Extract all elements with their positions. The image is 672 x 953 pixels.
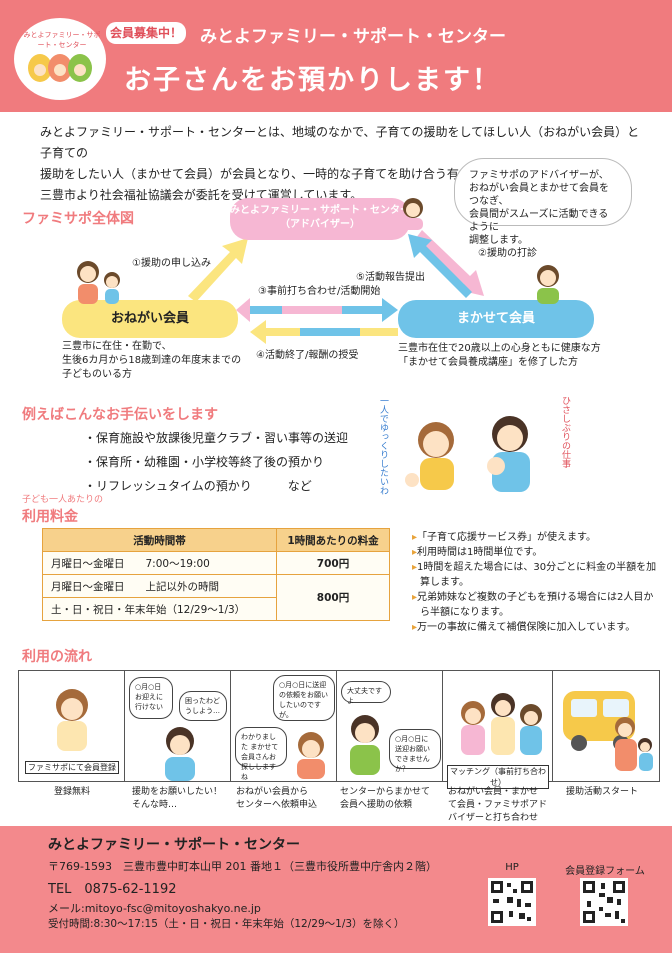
footer-band (0, 826, 672, 953)
car-illustration (563, 691, 653, 771)
examples-list: ・保育施設や放課後児童クラブ・習い事等の送迎 ・保育所・幼稚園・小学校等終了後の… (80, 426, 348, 498)
parent-illustration (165, 727, 195, 781)
qr-form-label: 会員登録フォーム (565, 866, 645, 877)
flow-tag-register: ファミサポにて会員登録 (25, 761, 119, 774)
arrow-request (188, 238, 248, 302)
examples-bubble-left: 一人でゆっくりしたいわ (378, 396, 388, 495)
flow-panel-1: ファミサポにて会員登録 (19, 671, 125, 781)
flow-panel-5: マッチング（事前打ち合わせ） (443, 671, 553, 789)
flow-panel-6 (553, 671, 659, 781)
arrow-report (408, 234, 472, 298)
list-item: ・リフレッシュタイムの預かり など (84, 479, 312, 493)
table-row: 月曜日～金曜日 上記以外の時間 800円 (42, 574, 390, 621)
list-item: ・保育所・幼稚園・小学校等終了後の預かり (84, 455, 325, 469)
step-4-label: ④活動終了/報酬の授受 (256, 350, 359, 361)
footer-email[interactable]: メール:mitoyo-fsc@mitoyoshakyo.ne.jp (48, 902, 261, 915)
footer-tel: TEL 0875-62-1192 (48, 882, 177, 897)
col-header-price: 1時間あたりの料金 (276, 528, 390, 552)
staff-illustration (297, 732, 325, 779)
overview-arrows (188, 230, 484, 344)
step-3-label: ③事前打ち合わせ/活動開始 (258, 286, 381, 297)
flow-caption-4: センターからまかせて 会員へ援助の依頼 (340, 787, 431, 810)
header-org-name: みとよファミリー・サポート・センター (200, 27, 506, 47)
footer-org-name: みとよファミリー・サポート・センター (48, 837, 300, 853)
logo-text: みとよファミリー・サポート・センター (23, 31, 101, 49)
flow-strip: ファミサポにて会員登録 ○月○日お迎えに行けない 困ったわどうしよう… ○月○日… (18, 670, 660, 789)
onegai-member-node: おねがい会員 (62, 300, 238, 338)
overview-title: ファミサポ全体図 (22, 211, 134, 227)
table-row: 土・日・祝日・年末年始（12/29～1/3） (42, 597, 390, 621)
list-item: ▸兄弟姉妹など複数の子どもを預ける場合には2人目から半額になります。 (412, 592, 654, 618)
advisor-illustration (403, 198, 423, 230)
flow-caption-6: 援助活動スタート (566, 787, 639, 797)
onegai-description: 三豊市に在住・在勤で、 生後6カ月から18歳到達の年度末までの 子どものいる方 (62, 341, 242, 380)
list-item: ▸「子育て応援サービス券」が使えます。 (412, 532, 597, 543)
qr-code-icon (583, 881, 625, 923)
flow-panel-2: ○月○日お迎えに行けない 困ったわどうしよう… (125, 671, 231, 781)
table-row: 活動時間帯 1時間あたりの料金 (42, 528, 390, 552)
examples-bubble-right: ひさしぶりの仕事 (560, 396, 570, 468)
step-5-label: ⑤活動報告提出 (356, 272, 425, 283)
qr-hp-label: HP (505, 862, 519, 873)
fees-title: 利用料金 (22, 509, 78, 525)
qr-code-form[interactable] (580, 878, 628, 926)
list-item: ・保育施設や放課後児童クラブ・習い事等の送迎 (84, 431, 349, 445)
flow-panel-3: ○月○日に送迎の依頼をお願いしたいのですが。 わかりました まかせて会員さんお探… (231, 671, 337, 781)
flow-caption-2: 援助をお願いしたい！ そんな時… (132, 787, 223, 810)
fees-subtitle: 子ども一人あたりの (22, 495, 104, 505)
footer-hours: 受付時間:8:30～17:15（土・日・祝日・年末年始（12/29～1/3）を除… (48, 918, 405, 930)
childcare-illustration (405, 416, 530, 492)
makasete-description: 三豊市在住で20歳以上の心身ともに健康な方 「まかせて会員養成講座」を修了した方 (398, 343, 601, 368)
qr-code-hp[interactable] (488, 878, 536, 926)
arrow-offer (416, 230, 484, 296)
list-item: ▸万一の事故に備えて補償保険に加入しています。 (412, 622, 636, 633)
flow-title: 利用の流れ (22, 649, 92, 665)
col-header-time: 活動時間帯 (42, 528, 277, 552)
advisor-speech-bubble: ファミサポのアドバイザーが、 おねがい会員とまかせて会員をつなぎ、 会員間がスム… (454, 158, 632, 246)
price-cell: 800円 (276, 574, 390, 621)
headline: お子さんをお預かりします！ (124, 65, 501, 96)
flow-tag-matching: マッチング（事前打ち合わせ） (447, 765, 549, 789)
supporter-illustration (537, 265, 559, 304)
advisor-node: みとよファミリー・サポート・センター （アドバイザー） (230, 198, 410, 240)
list-item: ▸利用時間は1時間単位です。 (412, 547, 543, 558)
step-1-label: ①援助の申し込み (132, 258, 211, 269)
flow-panel-4: 大丈夫ですよ ○月○日に送迎お願いできませんか？ (337, 671, 443, 781)
step-2-label: ②援助の打診 (478, 248, 537, 259)
woman-illustration (56, 689, 88, 751)
footer-address: 〒769-1593 三豊市豊中町本山甲 201 番地１（三豊市役所豊中庁舎内２階… (48, 860, 437, 873)
price-cell: 700円 (276, 551, 390, 575)
examples-title: 例えばこんなお手伝いをします (22, 407, 218, 423)
parent-child-illustration (77, 261, 120, 304)
flow-caption-3: おねがい会員から センターへ依頼申込 (236, 787, 318, 810)
supporter-illustration (350, 715, 380, 775)
logo-mascot-icon (28, 54, 92, 82)
meeting-illustration (461, 693, 542, 755)
makasete-member-node: まかせて会員 (398, 300, 594, 338)
qr-code-icon (491, 881, 533, 923)
list-item: ▸1時間を超えた場合には、30分ごとに料金の半額を加算します。 (412, 562, 657, 588)
header-band (0, 0, 672, 112)
fee-table: 活動時間帯 1時間あたりの料金 月曜日～金曜日 7:00～19:00 700円 … (42, 528, 390, 621)
table-row: 月曜日～金曜日 7:00～19:00 700円 (42, 551, 390, 575)
flow-caption-1: 登録無料 (54, 787, 91, 797)
flow-caption-5: おねがい会員・まかせ て会員・ファミサポアド バイザーと打ち合わせ (448, 787, 548, 823)
fee-notes: ▸「子育て応援サービス券」が使えます。 ▸利用時間は1時間単位です。 ▸1時間を… (412, 530, 662, 635)
recruit-badge: 会員募集中！ (106, 22, 186, 44)
